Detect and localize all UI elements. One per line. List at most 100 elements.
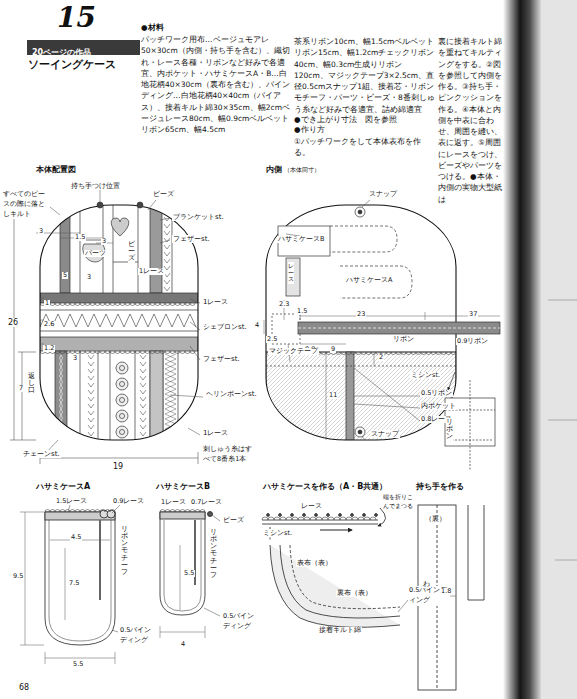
page-gutter	[503, 0, 577, 699]
dimension-label: 23	[356, 311, 366, 318]
case-making-stroke	[280, 545, 400, 618]
scissors-case-a-stroke	[99, 520, 101, 600]
inner-layout-stroke	[358, 210, 362, 214]
part-label: ビーズ	[222, 517, 245, 524]
part-label: 本体配置図	[35, 165, 77, 174]
page-gutter-stroke	[503, 0, 541, 699]
part-label: パーツ	[84, 250, 107, 257]
inner-layout-stroke	[298, 328, 500, 329]
dimension-label: 2.3	[278, 301, 290, 308]
dimension-label: 2.6	[43, 321, 55, 328]
header-band: 20ページの作品	[27, 40, 157, 55]
case-making	[262, 508, 408, 627]
part-label: フェザーst.	[202, 355, 241, 363]
body-layout-stroke-stroke-stroke	[40, 351, 195, 354]
part-label: ハサミケースB	[155, 482, 211, 491]
part-label: 0.5リボン	[420, 390, 453, 397]
body-layout-stroke-stroke	[40, 293, 198, 303]
scissors-case-a-stroke	[49, 520, 111, 641]
part-label: 0.9リボン	[456, 338, 489, 345]
part-label: 刺しゅう糸はすべて8番糸1本	[202, 445, 256, 465]
body-layout-stroke-stroke-stroke	[116, 378, 128, 390]
case-making-stroke-stroke	[262, 517, 376, 520]
case-making-stroke	[270, 545, 400, 627]
materials-text: 茶系リボン10cm、幅1.5cmベルベットリボン15cm、幅1.2cmチェックリ…	[293, 36, 437, 115]
page-gutter-stroke	[548, 300, 577, 560]
case-making-stroke-stroke	[303, 514, 306, 517]
part-label: ビーズ	[128, 240, 135, 263]
part-label: スナップ	[370, 430, 400, 438]
part-label: 端を折りこんでまつる	[382, 492, 414, 510]
part-label: ビーズ	[152, 190, 175, 198]
part-label: 持ち手つけ位置	[70, 182, 121, 190]
part-label: 1レース	[202, 298, 229, 306]
dimension-label: 4	[180, 641, 186, 648]
body-layout-stroke-stroke-stroke	[164, 210, 170, 291]
body-layout-stroke-stroke-stroke	[120, 414, 125, 419]
dimension-label: 4.5	[70, 534, 82, 541]
part-label: 内ポケット	[420, 403, 457, 410]
part-label: ハサミケースA	[35, 482, 91, 491]
part-label: 1レース	[138, 268, 165, 275]
scissors-case-a-stroke	[68, 505, 120, 632]
body-layout-stroke-stroke-stroke	[88, 355, 94, 440]
scissors-case-a-stroke	[45, 512, 115, 645]
materials-text: ●でき上がり寸法 図を参照	[293, 116, 398, 125]
part-label: ハサミケースを作る（A・B共通）	[262, 482, 388, 491]
inner-layout-stroke	[278, 226, 330, 256]
dimension-label: 26	[7, 318, 19, 327]
part-label: レース	[288, 262, 294, 284]
body-layout-stroke-stroke	[60, 205, 70, 293]
body-layout-stroke	[10, 205, 198, 464]
inner-layout-stroke-stroke	[266, 366, 456, 367]
page-gutter-stroke	[541, 0, 577, 699]
case-making-stroke	[262, 520, 378, 524]
inner-layout-stroke	[355, 427, 365, 437]
dimension-label: 3	[38, 228, 44, 235]
scissors-case-b-stroke	[160, 510, 205, 513]
part-label: わ	[422, 580, 431, 588]
part-label: ミシンst.	[410, 372, 441, 379]
body-layout-stroke-stroke-stroke	[116, 426, 128, 438]
inner-layout-stroke	[340, 266, 412, 298]
part-label: 持ち手を作る	[415, 482, 465, 491]
materials-text: 15	[56, 2, 97, 34]
dimension-label: 9	[330, 346, 336, 353]
part-label: リボンモチーフ	[121, 525, 128, 577]
body-layout	[10, 189, 203, 464]
case-making-stroke	[378, 508, 386, 526]
case-making-stroke-stroke	[363, 514, 366, 517]
part-label: （本体同寸）	[283, 167, 321, 174]
part-label: 返し口	[28, 372, 35, 395]
scissors-case-a-stroke	[45, 510, 115, 513]
body-layout-stroke-stroke	[40, 337, 198, 351]
dimension-label: 3	[72, 355, 78, 362]
body-layout-stroke-stroke	[150, 351, 163, 440]
part-label: 1.5レース	[55, 498, 88, 505]
part-label: すべてのピースの際に落としキルト	[2, 190, 48, 219]
dimension-label: 68	[18, 683, 30, 692]
part-label: 0.9レース	[112, 498, 145, 505]
scissors-case-b-stroke	[160, 512, 205, 519]
scissors-case-a	[20, 505, 120, 664]
page-title: ソーイングケース	[28, 58, 116, 72]
dimension-label: 7.5	[68, 580, 80, 587]
part-label: レース	[300, 503, 323, 510]
body-layout-stroke	[111, 218, 129, 236]
scissors-case-b-stroke	[164, 520, 201, 611]
dimension-label: 5.5	[72, 661, 84, 668]
part-label: 0.7レース	[190, 499, 223, 506]
materials-text: パッチワーク用布…ベージュモアレ50×30cm（内側・持ち手を含む）、織切れ・レ…	[140, 34, 292, 135]
dimension-label: 19	[112, 462, 124, 471]
dimension-label: 1.5	[74, 234, 86, 241]
band-text: 20ページの作品	[27, 45, 96, 60]
part-label: フェザーst.	[172, 235, 211, 243]
dimension-label: 9.5	[12, 573, 24, 580]
dimension-label: 5	[62, 272, 68, 279]
case-making-stroke-stroke	[291, 514, 294, 517]
body-layout-stroke-stroke	[116, 362, 128, 438]
inner-layout-stroke	[286, 258, 300, 296]
part-label: ブランケットst.	[172, 213, 225, 221]
part-label: 接着キルト綿	[318, 627, 362, 634]
body-layout-stroke-stroke-stroke	[120, 398, 125, 403]
